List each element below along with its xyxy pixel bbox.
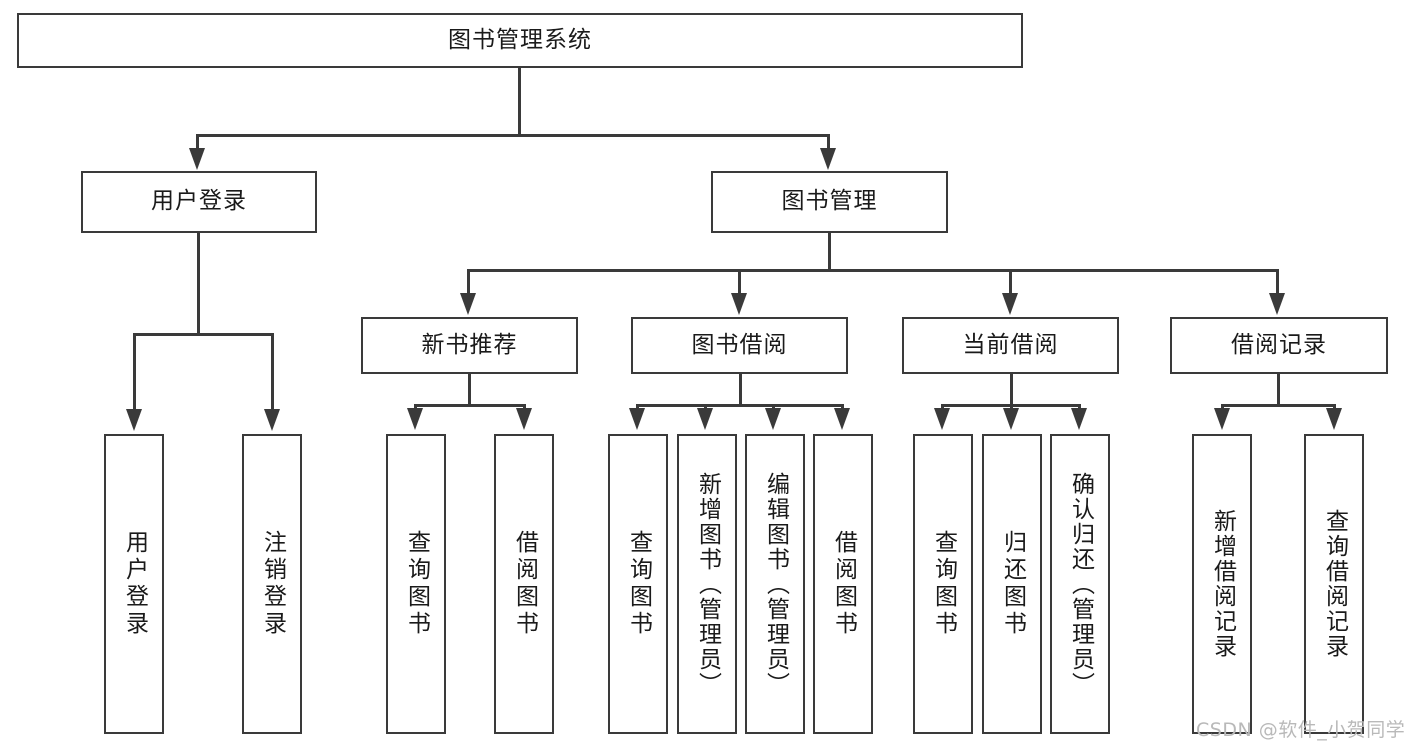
leaf-current-borrow-3[interactable]: 确认归还（管理员）: [1050, 434, 1110, 734]
leaf-user-login-2[interactable]: 注销登录: [242, 434, 302, 734]
arrow-borrow-record-leaf1: [1214, 408, 1230, 430]
edge-to-borrow-record: [1276, 269, 1279, 297]
node-new-book-recommend[interactable]: 新书推荐: [361, 317, 578, 374]
node-label: 借阅记录: [1231, 331, 1327, 358]
arrow-user-login-leaf1: [126, 409, 142, 431]
edge-to-book-management: [827, 134, 830, 152]
edge-root-stem: [518, 68, 521, 136]
node-borrow-record[interactable]: 借阅记录: [1170, 317, 1388, 374]
node-label: 当前借阅: [962, 331, 1059, 358]
arrow-to-borrow-record: [1269, 293, 1285, 315]
edge-book-management-stem: [828, 233, 831, 271]
leaf-borrow-record-2[interactable]: 查询借阅记录: [1304, 434, 1364, 734]
node-label: 用户登录: [151, 188, 247, 215]
arrow-book-borrow-leaf1: [629, 408, 645, 430]
edge-to-book-borrow: [738, 269, 741, 297]
arrow-to-book-management: [820, 148, 836, 170]
arrow-current-borrow-leaf2: [1003, 408, 1019, 430]
edge-user-login-leaf1: [133, 333, 136, 413]
node-label: 借阅图书: [830, 530, 857, 638]
node-label: 借阅图书: [511, 530, 538, 638]
node-book-borrow[interactable]: 图书借阅: [631, 317, 848, 374]
arrow-book-borrow-leaf2: [697, 408, 713, 430]
arrow-current-borrow-leaf3: [1071, 408, 1087, 430]
leaf-new-book-1[interactable]: 查询图书: [386, 434, 446, 734]
edge-user-login-stem: [197, 233, 200, 335]
edge-new-book-stem: [468, 374, 471, 406]
leaf-new-book-2[interactable]: 借阅图书: [494, 434, 554, 734]
edge-user-login-leaf2: [271, 333, 274, 413]
leaf-book-borrow-1[interactable]: 查询图书: [608, 434, 668, 734]
arrow-book-borrow-leaf3: [765, 408, 781, 430]
node-label: 注销登录: [259, 530, 286, 638]
node-user-login[interactable]: 用户登录: [81, 171, 317, 233]
node-label: 编辑图书（管理员）: [762, 471, 789, 697]
node-label: 新增图书（管理员）: [694, 471, 721, 697]
arrow-book-borrow-leaf4: [834, 408, 850, 430]
node-root-book-management-system[interactable]: 图书管理系统: [17, 13, 1023, 68]
arrow-borrow-record-leaf2: [1326, 408, 1342, 430]
node-label: 确认归还（管理员）: [1067, 471, 1094, 697]
node-label: 图书管理系统: [448, 26, 592, 53]
leaf-book-borrow-2[interactable]: 新增图书（管理员）: [677, 434, 737, 734]
arrow-to-current-borrow: [1002, 293, 1018, 315]
edge-level2-bar: [196, 134, 830, 137]
node-label: 查询图书: [625, 530, 652, 638]
arrow-new-book-leaf1: [407, 408, 423, 430]
edge-user-login-bar: [133, 333, 274, 336]
edge-borrow-record-stem: [1277, 374, 1280, 406]
node-label: 查询图书: [403, 530, 430, 638]
watermark-text: CSDN @软件_小贺同学: [1196, 719, 1405, 741]
edge-level3-bar: [467, 269, 1278, 272]
edge-book-borrow-bar: [636, 404, 844, 407]
edge-borrow-record-bar: [1221, 404, 1336, 407]
arrow-to-book-borrow: [731, 293, 747, 315]
edge-current-borrow-stem: [1010, 374, 1013, 406]
leaf-user-login-1[interactable]: 用户登录: [104, 434, 164, 734]
csdn-watermark: CSDN @软件_小贺同学: [1196, 715, 1405, 742]
leaf-borrow-record-1[interactable]: 新增借阅记录: [1192, 434, 1252, 734]
edge-to-current-borrow: [1009, 269, 1012, 297]
leaf-current-borrow-1[interactable]: 查询图书: [913, 434, 973, 734]
arrow-to-new-book: [460, 293, 476, 315]
arrow-new-book-leaf2: [516, 408, 532, 430]
leaf-current-borrow-2[interactable]: 归还图书: [982, 434, 1042, 734]
node-current-borrow[interactable]: 当前借阅: [902, 317, 1119, 374]
node-book-management[interactable]: 图书管理: [711, 171, 948, 233]
node-label: 图书借阅: [691, 331, 788, 358]
arrow-user-login-leaf2: [264, 409, 280, 431]
arrow-to-user-login: [189, 148, 205, 170]
arrow-current-borrow-leaf1: [934, 408, 950, 430]
edge-to-new-book: [467, 269, 470, 297]
edge-to-user-login: [196, 134, 199, 152]
edge-book-borrow-stem: [739, 374, 742, 406]
leaf-book-borrow-4[interactable]: 借阅图书: [813, 434, 873, 734]
node-label: 归还图书: [999, 530, 1026, 638]
node-label: 查询借阅记录: [1321, 509, 1348, 659]
node-label: 新书推荐: [421, 331, 518, 358]
edge-new-book-bar: [414, 404, 526, 407]
node-label: 图书管理: [781, 188, 878, 215]
node-label: 用户登录: [121, 530, 148, 638]
node-label: 新增借阅记录: [1209, 509, 1236, 659]
node-label: 查询图书: [930, 530, 957, 638]
leaf-book-borrow-3[interactable]: 编辑图书（管理员）: [745, 434, 805, 734]
